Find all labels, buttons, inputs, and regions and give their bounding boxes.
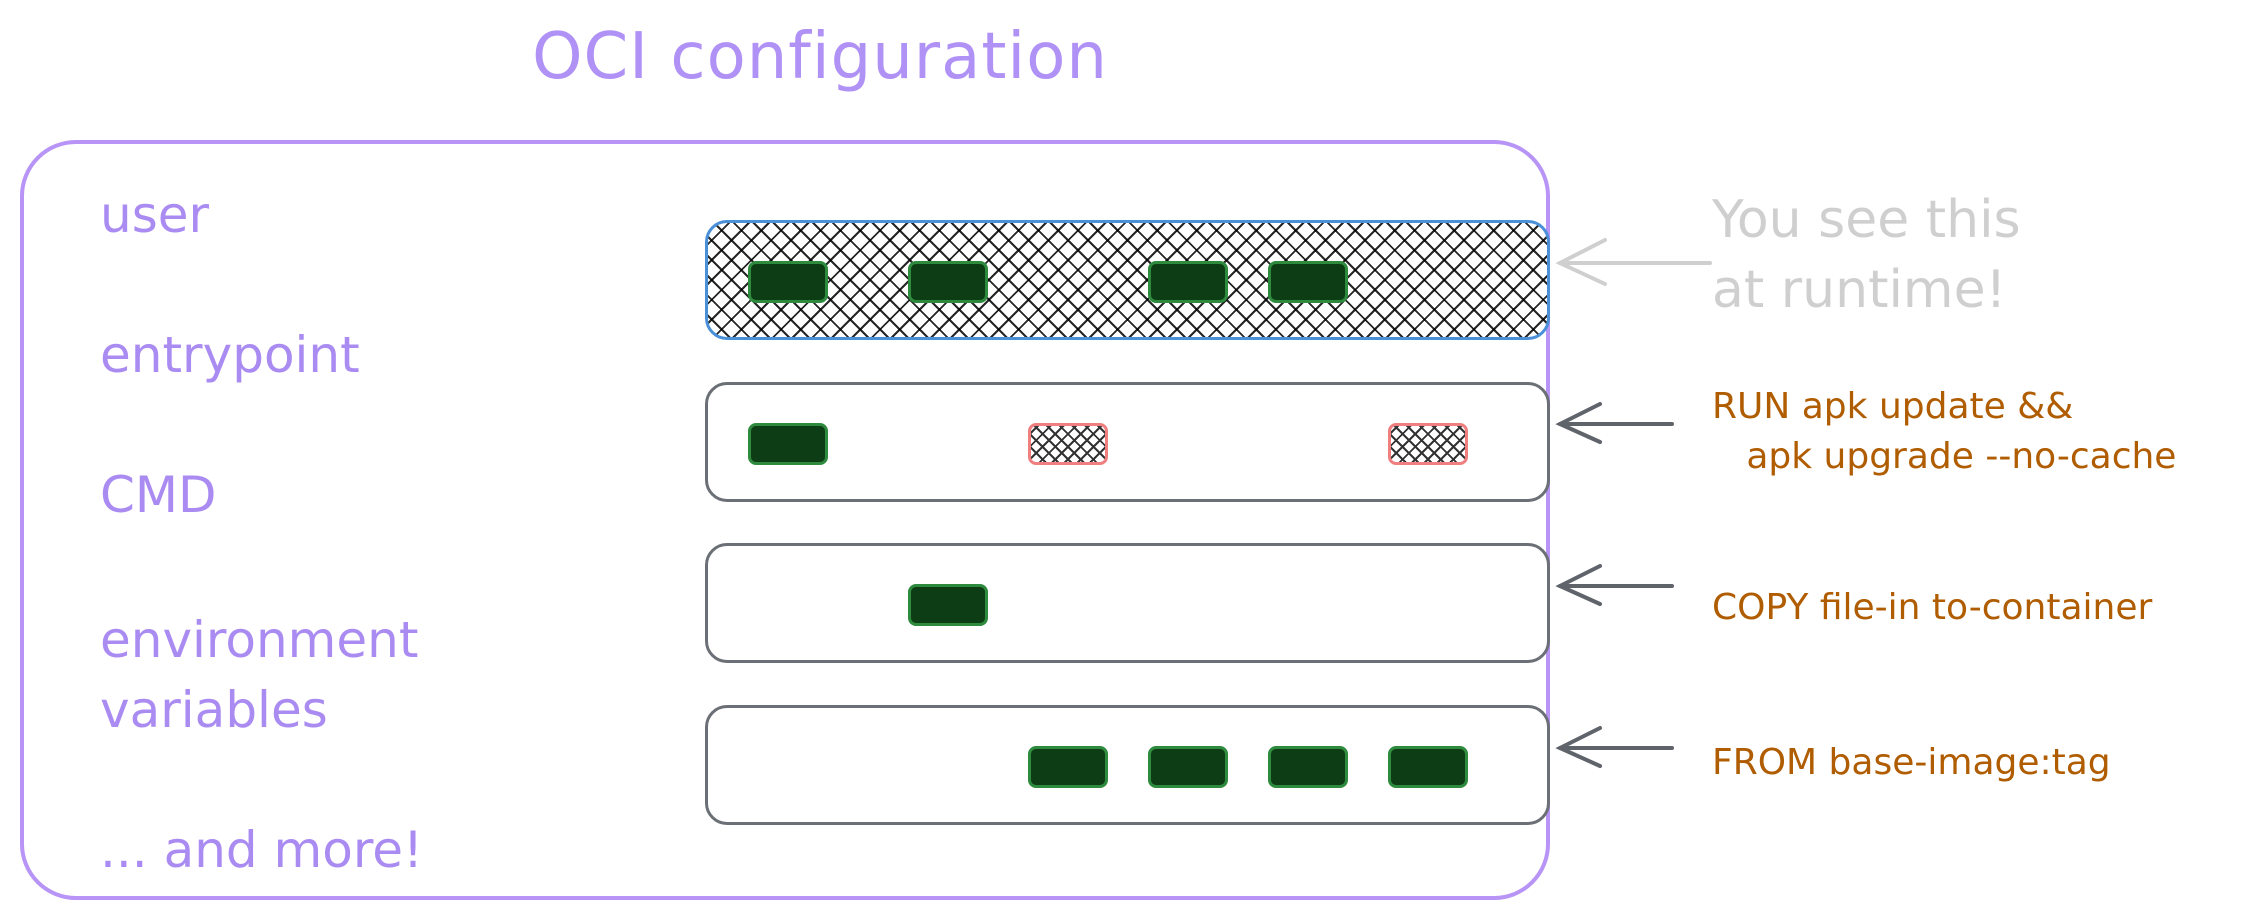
label-env-line1: environment <box>100 611 419 669</box>
file-block <box>908 261 988 303</box>
oci-configuration-box <box>20 140 1550 900</box>
runtime-arrow-icon <box>1555 238 1712 286</box>
label-cmd: CMD <box>100 466 217 524</box>
instruction-copy: COPY file-in to-container <box>1712 587 2153 628</box>
file-block <box>1028 746 1108 788</box>
runtime-note: You see this at runtime! <box>1712 190 2021 320</box>
file-block <box>1268 261 1348 303</box>
label-entrypoint: entrypoint <box>100 326 360 384</box>
copy-layer <box>705 543 1550 663</box>
label-and-more: ... and more! <box>100 821 424 879</box>
file-block <box>748 423 828 465</box>
diagram-title: OCI configuration <box>532 20 1108 94</box>
file-block <box>748 261 828 303</box>
run-layer <box>705 382 1550 502</box>
file-block <box>1268 746 1348 788</box>
from-layer <box>705 705 1550 825</box>
deleted-file-block <box>1388 423 1468 465</box>
from-arrow-icon <box>1555 726 1674 768</box>
label-user: user <box>100 186 210 244</box>
runtime-layer <box>705 220 1550 340</box>
instruction-run: RUN apk update && apk upgrade --no-cache <box>1712 386 2177 477</box>
label-env-line2: variables <box>100 681 328 739</box>
file-block <box>908 584 988 626</box>
copy-arrow-icon <box>1555 564 1674 606</box>
run-arrow-icon <box>1555 402 1674 444</box>
file-block <box>1148 746 1228 788</box>
instruction-from: FROM base-image:tag <box>1712 742 2111 783</box>
file-block <box>1388 746 1468 788</box>
file-block <box>1148 261 1228 303</box>
deleted-file-block <box>1028 423 1108 465</box>
